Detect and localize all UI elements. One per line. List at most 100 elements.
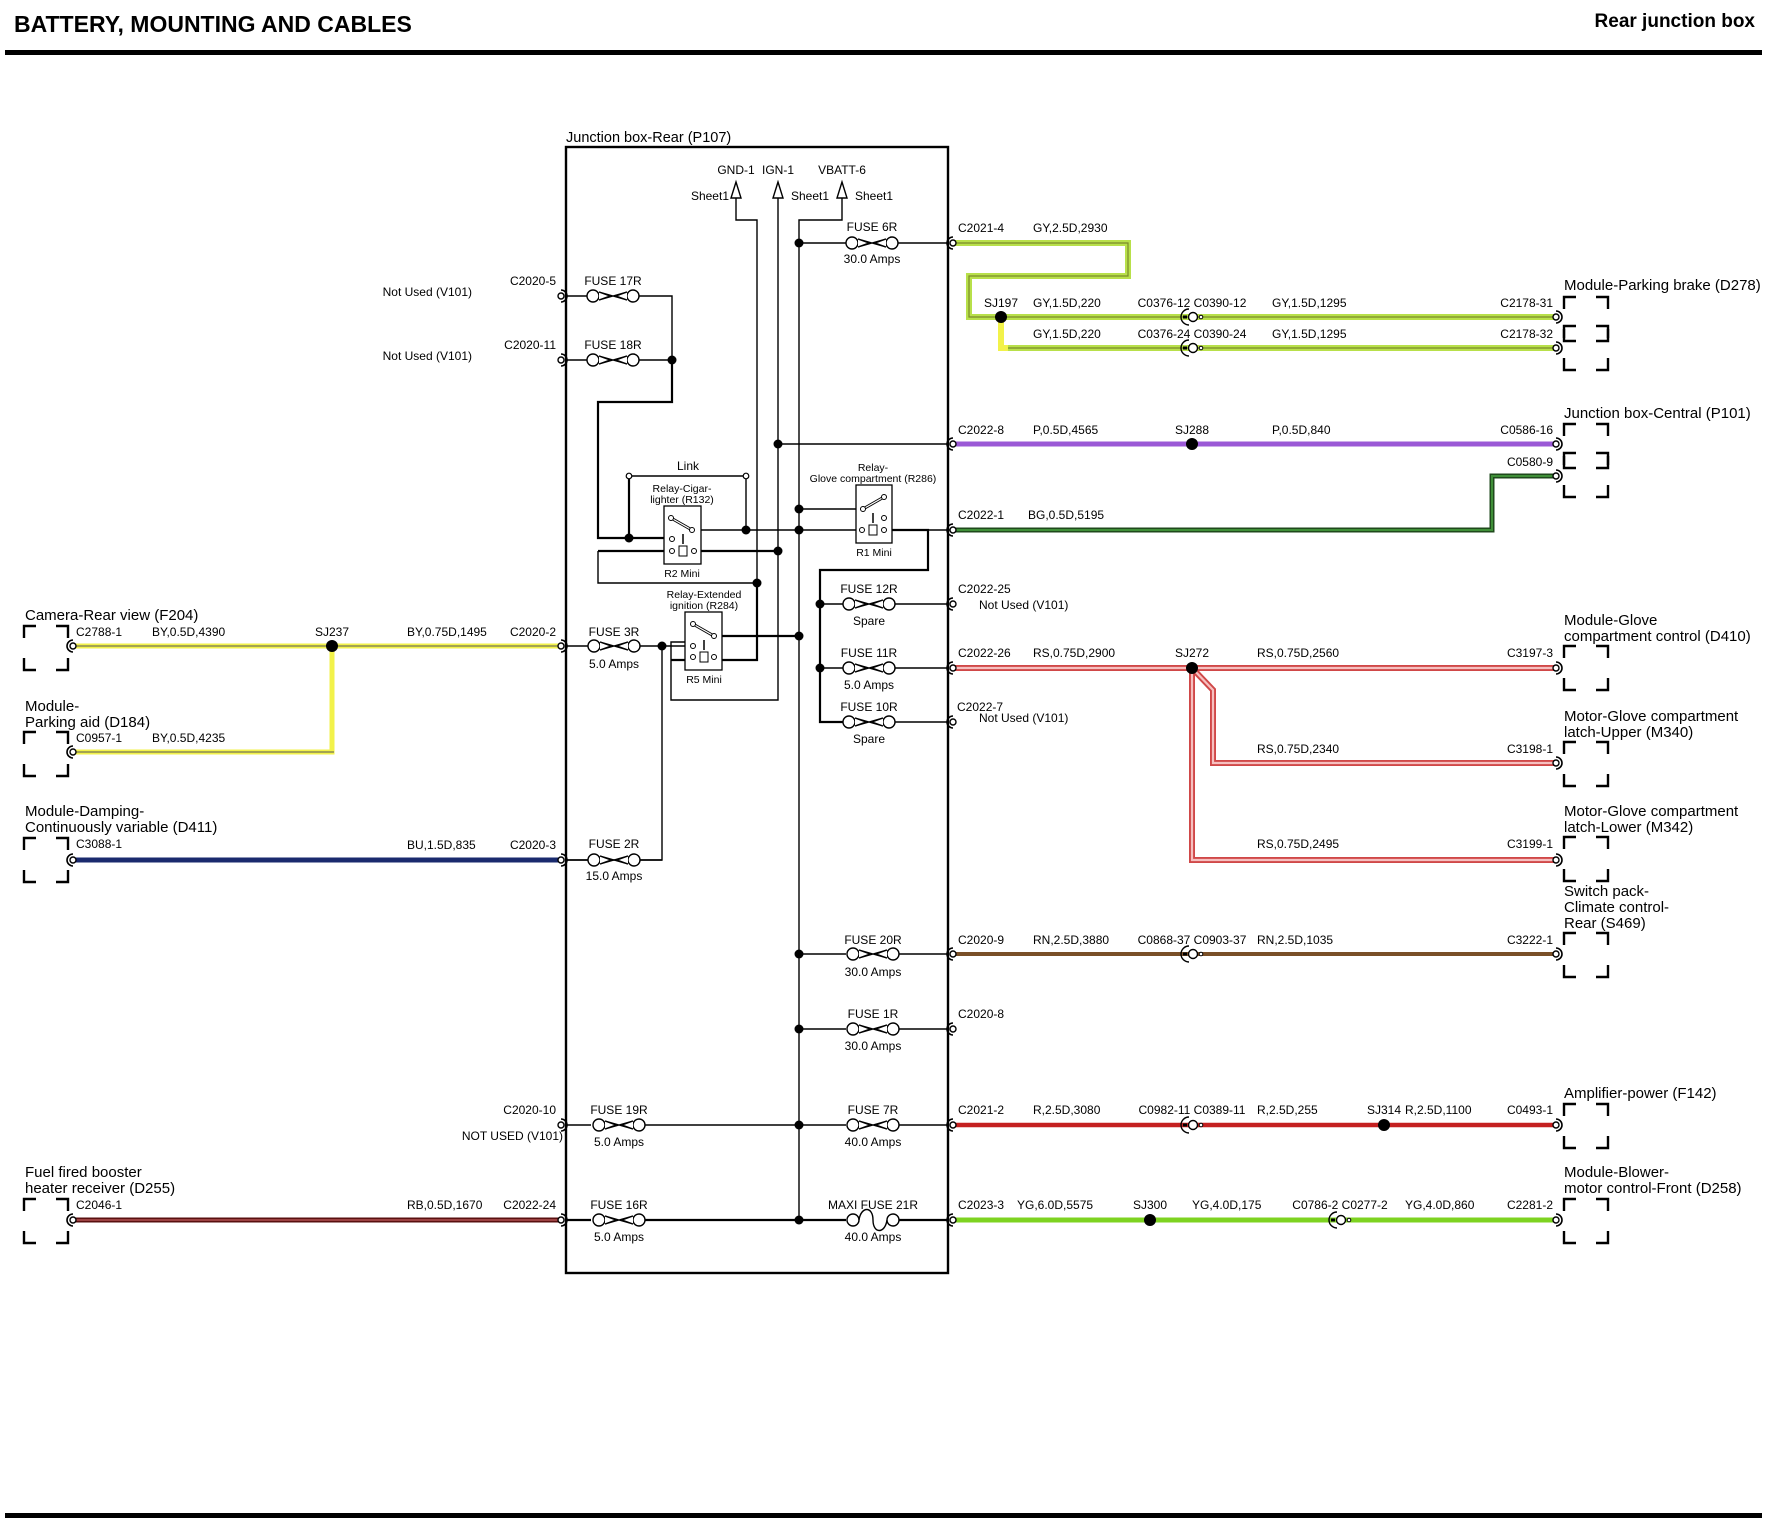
glove-ctrl-name2: compartment control (D410) [1564, 628, 1751, 645]
wire-label-gy-a1: GY,1.5D,220 [1033, 296, 1101, 310]
fuse-10r-rating: Spare [853, 732, 885, 746]
fuse-17r-label: FUSE 17R [584, 274, 642, 288]
fuse-10r-label: FUSE 10R [840, 700, 898, 714]
component-jb-central[interactable]: Junction box-Central (P101) C0586-16 C05… [1500, 405, 1751, 499]
fuse-18r[interactable]: FUSE 18R [584, 338, 642, 367]
wire-bg-jb-central[interactable] [953, 473, 1557, 533]
pin-c2178-32: C2178-32 [1500, 327, 1553, 341]
fuse-2r-label: FUSE 2R [589, 837, 640, 851]
component-camera[interactable]: Camera-Rear view (F204) C2788-1 [22, 607, 198, 672]
fuse-10r[interactable]: FUSE 10R Spare [840, 700, 898, 746]
climate-name2: Climate control- [1564, 899, 1669, 916]
fuse-7r-rating: 40.0 Amps [845, 1135, 902, 1149]
not-used-c2022-25: Not Used (V101) [979, 598, 1068, 612]
fuse-19r-label: FUSE 19R [590, 1103, 648, 1117]
component-latch-lower[interactable]: Motor-Glove compartment latch-Lower (M34… [1507, 803, 1739, 883]
not-used-c2020-11: Not Used (V101) [383, 349, 472, 363]
wire-label-bu: BU,1.5D,835 [407, 838, 476, 852]
pin-c2020-10: C2020-10 [503, 1103, 556, 1117]
fuse-1r[interactable]: FUSE 1R 30.0 Amps [845, 1007, 902, 1053]
inline-c0868-37-label: C0868-37 C0903-37 [1138, 933, 1247, 947]
relay-cigar-name: Relay-Cigar- [653, 483, 712, 495]
pin-c2020-5: C2020-5 [510, 274, 556, 288]
wire-label-yg2: YG,4.0D,175 [1192, 1198, 1262, 1212]
fuse-6r-label: FUSE 6R [847, 220, 898, 234]
component-glove-control[interactable]: Module-Glove compartment control (D410) … [1507, 612, 1751, 692]
fuse-21r-rating: 40.0 Amps [845, 1230, 902, 1244]
wire-rs-glove[interactable] [953, 665, 1557, 863]
fuse-21r-label: MAXI FUSE 21R [828, 1198, 918, 1212]
pin-c2022-7: C2022-7 [957, 700, 1003, 714]
wire-label-by3: BY,0.5D,4235 [152, 731, 225, 745]
component-climate-switch[interactable]: Switch pack- Climate control- Rear (S469… [1507, 883, 1669, 979]
sj272-dot [1186, 662, 1198, 674]
ign-label: IGN-1 [762, 163, 794, 177]
wire-label-rs2: RS,0.75D,2560 [1257, 646, 1339, 660]
wire-gy-parking-brake[interactable] [953, 240, 1557, 351]
fuel-heater-name2: heater receiver (D255) [25, 1180, 175, 1197]
inline-c0982-11-label: C0982-11 C0389-11 [1139, 1103, 1246, 1117]
wire-label-rs3: RS,0.75D,2340 [1257, 742, 1339, 756]
fuse-17r[interactable]: FUSE 17R [584, 274, 642, 303]
fuse-19r[interactable]: FUSE 19R 5.0 Amps [590, 1103, 648, 1149]
supply-gnd: GND-1 Sheet1 [691, 163, 755, 203]
component-damping[interactable]: Module-Damping- Continuously variable (D… [22, 803, 217, 884]
pin-c2178-31: C2178-31 [1500, 296, 1553, 310]
component-amplifier[interactable]: Amplifier-power (F142) C0493-1 [1507, 1085, 1717, 1150]
gnd-sheet-link[interactable]: Sheet1 [691, 189, 729, 203]
supply-vbatt: VBATT-6 Sheet1 [818, 163, 893, 203]
fuse-12r[interactable]: FUSE 12R Spare [840, 582, 898, 628]
wire-labels: GY,2.5D,2930 GY,1.5D,220 GY,1.5D,1295 GY… [152, 221, 1475, 1212]
relay-glove-compartment[interactable]: Relay- Glove compartment (R286) R1 Mini [810, 462, 937, 559]
fuse-11r[interactable]: FUSE 11R 5.0 Amps [841, 646, 898, 692]
fuse-3r[interactable]: FUSE 3R 5.0 Amps [587, 625, 641, 671]
vbatt-label: VBATT-6 [818, 163, 866, 177]
fuse-20r-label: FUSE 20R [844, 933, 902, 947]
component-parking-brake[interactable]: Module-Parking brake (D278) C2178-31 C21… [1500, 277, 1761, 372]
pin-c2022-25: C2022-25 [958, 582, 1011, 596]
pin-c2022-1: C2022-1 [958, 508, 1004, 522]
ign-sheet-link[interactable]: Sheet1 [791, 189, 829, 203]
fuse-6r[interactable]: FUSE 6R 30.0 Amps [844, 220, 901, 266]
fuse-2r[interactable]: FUSE 2R 15.0 Amps [586, 837, 643, 883]
wire-label-by2: BY,0.75D,1495 [407, 625, 487, 639]
component-fuel-heater[interactable]: Fuel fired booster heater receiver (D255… [22, 1164, 175, 1245]
wire-label-rs4: RS,0.75D,2495 [1257, 837, 1339, 851]
link-terminals [625, 472, 750, 480]
pin-c2020-2: C2020-2 [510, 625, 556, 639]
splice-labels: SJ197 SJ288 SJ237 SJ272 SJ314 SJ300 [315, 296, 1401, 1212]
footer-rule [5, 1513, 1762, 1518]
pin-c3199-1: C3199-1 [1507, 837, 1553, 851]
link-label: Link [677, 459, 700, 473]
fuse-16r-label: FUSE 16R [590, 1198, 648, 1212]
pin-c2023-3: C2023-3 [958, 1198, 1004, 1212]
parking-brake-name: Module-Parking brake (D278) [1564, 277, 1761, 294]
pin-c2021-2: C2021-2 [958, 1103, 1004, 1117]
wire-label-gy-a2: GY,1.5D,1295 [1272, 296, 1347, 310]
relay-glove-name: Relay- [858, 462, 889, 474]
fuse-20r[interactable]: FUSE 20R 30.0 Amps [844, 933, 902, 979]
component-blower[interactable]: Module-Blower- motor control-Front (D258… [1507, 1164, 1742, 1245]
maxi-fuse-21r[interactable]: MAXI FUSE 21R 40.0 Amps [828, 1198, 918, 1244]
fuse-16r[interactable]: FUSE 16R 5.0 Amps [590, 1198, 648, 1244]
relay-cigar-lighter[interactable]: Relay-Cigar- lighter (R132) R2 Mini [650, 483, 714, 580]
component-latch-upper[interactable]: Motor-Glove compartment latch-Upper (M34… [1507, 708, 1739, 788]
inline-connectors[interactable] [1180, 308, 1352, 1229]
sj272-label: SJ272 [1175, 646, 1209, 660]
pin-c0586-16: C0586-16 [1500, 423, 1553, 437]
fuse-11r-rating: 5.0 Amps [844, 678, 894, 692]
glove-ctrl-name1: Module-Glove [1564, 612, 1657, 629]
wire-label-rb: RB,0.5D,1670 [407, 1198, 483, 1212]
sj237-label: SJ237 [315, 625, 349, 639]
relay-extended-ignition[interactable]: Relay-Extended ignition (R284) R5 Mini [667, 589, 742, 686]
jb-central-name: Junction box-Central (P101) [1564, 405, 1751, 422]
fuse-7r[interactable]: FUSE 7R 40.0 Amps [845, 1103, 902, 1149]
latch-lower-name2: latch-Lower (M342) [1564, 819, 1693, 836]
vbatt-sheet-link[interactable]: Sheet1 [855, 189, 893, 203]
wire-by-camera[interactable] [72, 643, 560, 755]
ign-arrow-icon [772, 179, 784, 199]
wire-label-rn2: RN,2.5D,1035 [1257, 933, 1333, 947]
component-parking-aid[interactable]: Module- Parking aid (D184) C0957-1 [22, 698, 150, 778]
inline-c0786-2-label: C0786-2 C0277-2 [1292, 1198, 1388, 1212]
fuse-11r-label: FUSE 11R [841, 646, 898, 660]
